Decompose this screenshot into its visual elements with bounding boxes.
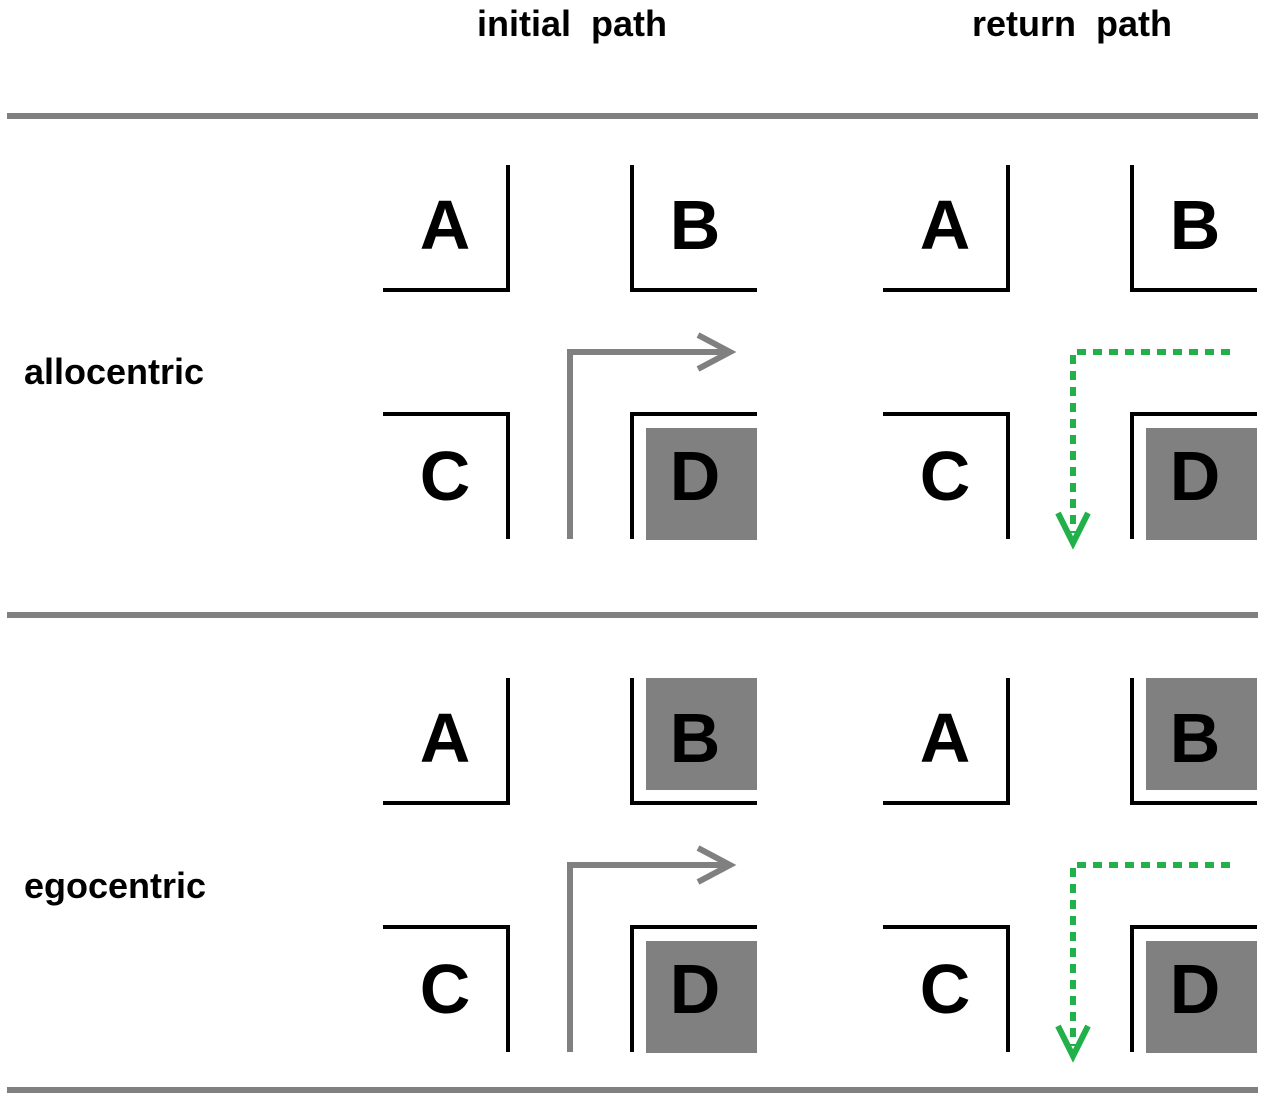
- room-letter-c: C: [920, 950, 971, 1028]
- wall-c: [383, 412, 510, 539]
- wall-c: [383, 925, 510, 1052]
- room-letter-b: B: [670, 186, 721, 264]
- wall-c: [883, 412, 1010, 539]
- room-letter-b: B: [1170, 186, 1221, 264]
- panel-allocentric-initial: A B C D: [383, 165, 757, 540]
- row-label-egocentric: egocentric: [24, 865, 206, 906]
- room-letter-d: D: [1170, 950, 1221, 1028]
- row-label-allocentric: allocentric: [24, 351, 204, 392]
- goal-inner-line-d: [1137, 932, 1257, 1052]
- goal-inner-line-b: [1137, 678, 1257, 798]
- goal-inner-line-d: [637, 932, 757, 1052]
- wall-a: [383, 678, 510, 805]
- column-header-return-path: return path: [972, 3, 1172, 44]
- return-path-line: [1070, 349, 1230, 533]
- goal-square-d: [1146, 428, 1257, 540]
- goal-square-b: [1146, 678, 1257, 790]
- wall-b: [1130, 678, 1257, 805]
- room-letter-b: B: [670, 699, 721, 777]
- goal-square-d: [646, 428, 757, 540]
- initial-path-arrowhead: [696, 332, 737, 372]
- room-letter-c: C: [420, 437, 471, 515]
- wall-d: [1130, 925, 1257, 1052]
- maze-panels: A B C D A B C D A B C D A B C D: [383, 165, 1257, 1063]
- wall-d: [630, 925, 757, 1052]
- room-letter-b: B: [1170, 699, 1221, 777]
- panel-egocentric-initial: A B C D: [383, 678, 757, 1053]
- goal-inner-line-d: [1137, 419, 1257, 539]
- room-letter-a: A: [920, 699, 971, 777]
- return-path-arrowhead: [1055, 511, 1091, 550]
- wall-a: [883, 678, 1010, 805]
- room-letter-a: A: [920, 186, 971, 264]
- column-header-initial-path: initial path: [477, 3, 667, 44]
- goal-inner-line-b: [637, 678, 757, 798]
- panel-egocentric-return: A B C D: [883, 678, 1257, 1063]
- wall-d: [630, 412, 757, 539]
- panel-allocentric-return: A B C D: [883, 165, 1257, 550]
- initial-path-line: [567, 862, 728, 1052]
- goal-square-d: [646, 941, 757, 1053]
- goal-square-d: [1146, 941, 1257, 1053]
- room-letter-d: D: [1170, 437, 1221, 515]
- room-letter-a: A: [420, 186, 471, 264]
- wall-a: [383, 165, 510, 292]
- wall-c: [883, 925, 1010, 1052]
- room-letter-d: D: [670, 437, 721, 515]
- return-path-line: [1070, 862, 1230, 1046]
- initial-path-arrowhead: [696, 845, 737, 885]
- room-letter-d: D: [670, 950, 721, 1028]
- goal-square-b: [646, 678, 757, 790]
- return-path-arrowhead: [1055, 1024, 1091, 1063]
- wall-b: [630, 165, 757, 292]
- room-letter-a: A: [420, 699, 471, 777]
- wall-a: [883, 165, 1010, 292]
- initial-path-line: [567, 349, 728, 539]
- wall-b: [630, 678, 757, 805]
- room-letter-c: C: [420, 950, 471, 1028]
- room-letter-c: C: [920, 437, 971, 515]
- wall-d: [1130, 412, 1257, 539]
- goal-inner-line-d: [637, 419, 757, 539]
- wall-b: [1130, 165, 1257, 292]
